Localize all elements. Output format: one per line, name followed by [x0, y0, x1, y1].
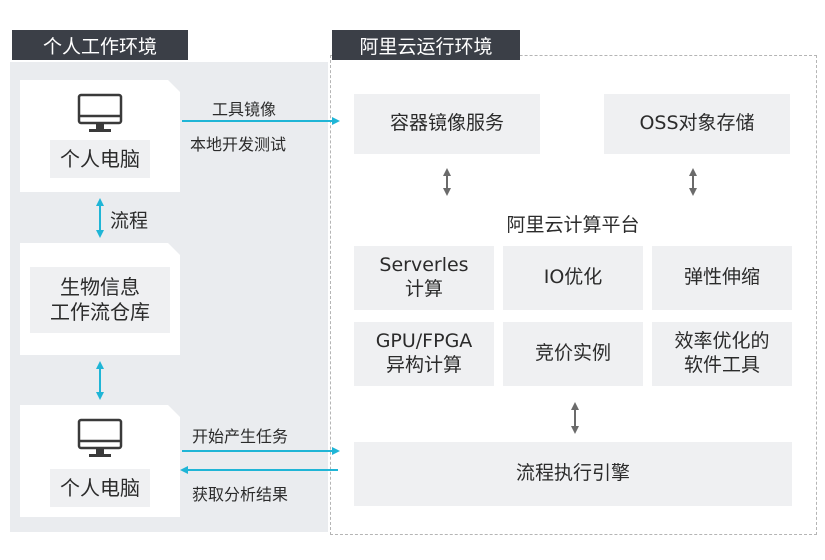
compute-platform-title: 阿里云计算平台: [506, 214, 640, 236]
connector-image-top: 工具镜像: [212, 100, 277, 119]
engine-box: 流程执行引擎: [354, 442, 792, 506]
cell-serverless: Serverles 计算: [354, 246, 494, 310]
monitor-icon: [76, 92, 124, 134]
cell-elastic-scaling: 弹性伸缩: [652, 246, 792, 310]
flow-label: 流程: [110, 210, 149, 232]
workflow-repo-card: 生物信息 工作流仓库: [20, 243, 180, 355]
oss-storage-box: OSS对象存储: [604, 94, 790, 154]
cell-io-optimize: IO优化: [503, 246, 643, 310]
pc-bottom-label: 个人电脑: [50, 469, 150, 507]
connector-task-bottom: 获取分析结果: [192, 485, 289, 504]
cell-spot-instance: 竞价实例: [503, 322, 643, 386]
pc-top-card: 个人电脑: [20, 80, 180, 192]
container-service-card: 容器镜像服务: [340, 80, 554, 166]
connector-image-bottom: 本地开发测试: [190, 135, 287, 154]
monitor-icon: [76, 417, 124, 459]
left-section-title: 个人工作环境: [12, 30, 188, 60]
pc-bottom-card: 个人电脑: [20, 405, 180, 517]
workflow-repo-line2: 工作流仓库: [50, 300, 150, 324]
compute-platform-card: 阿里云计算平台 Serverles 计算 IO优化 弹性伸缩 GPU/FPGA …: [340, 198, 806, 406]
cell-software-tools: 效率优化的 软件工具: [652, 322, 792, 386]
right-section-title: 阿里云运行环境: [332, 30, 520, 60]
engine-card: 流程执行引擎: [340, 428, 806, 520]
cell-gpu-fpga: GPU/FPGA 异构计算: [354, 322, 494, 386]
pc-top-label: 个人电脑: [50, 140, 150, 178]
oss-card: OSS对象存储: [590, 80, 804, 166]
workflow-repo-box: 生物信息 工作流仓库: [30, 267, 170, 333]
container-service-box: 容器镜像服务: [354, 94, 540, 154]
connector-task-top: 开始产生任务: [192, 427, 289, 446]
workflow-repo-line1: 生物信息: [60, 275, 140, 299]
